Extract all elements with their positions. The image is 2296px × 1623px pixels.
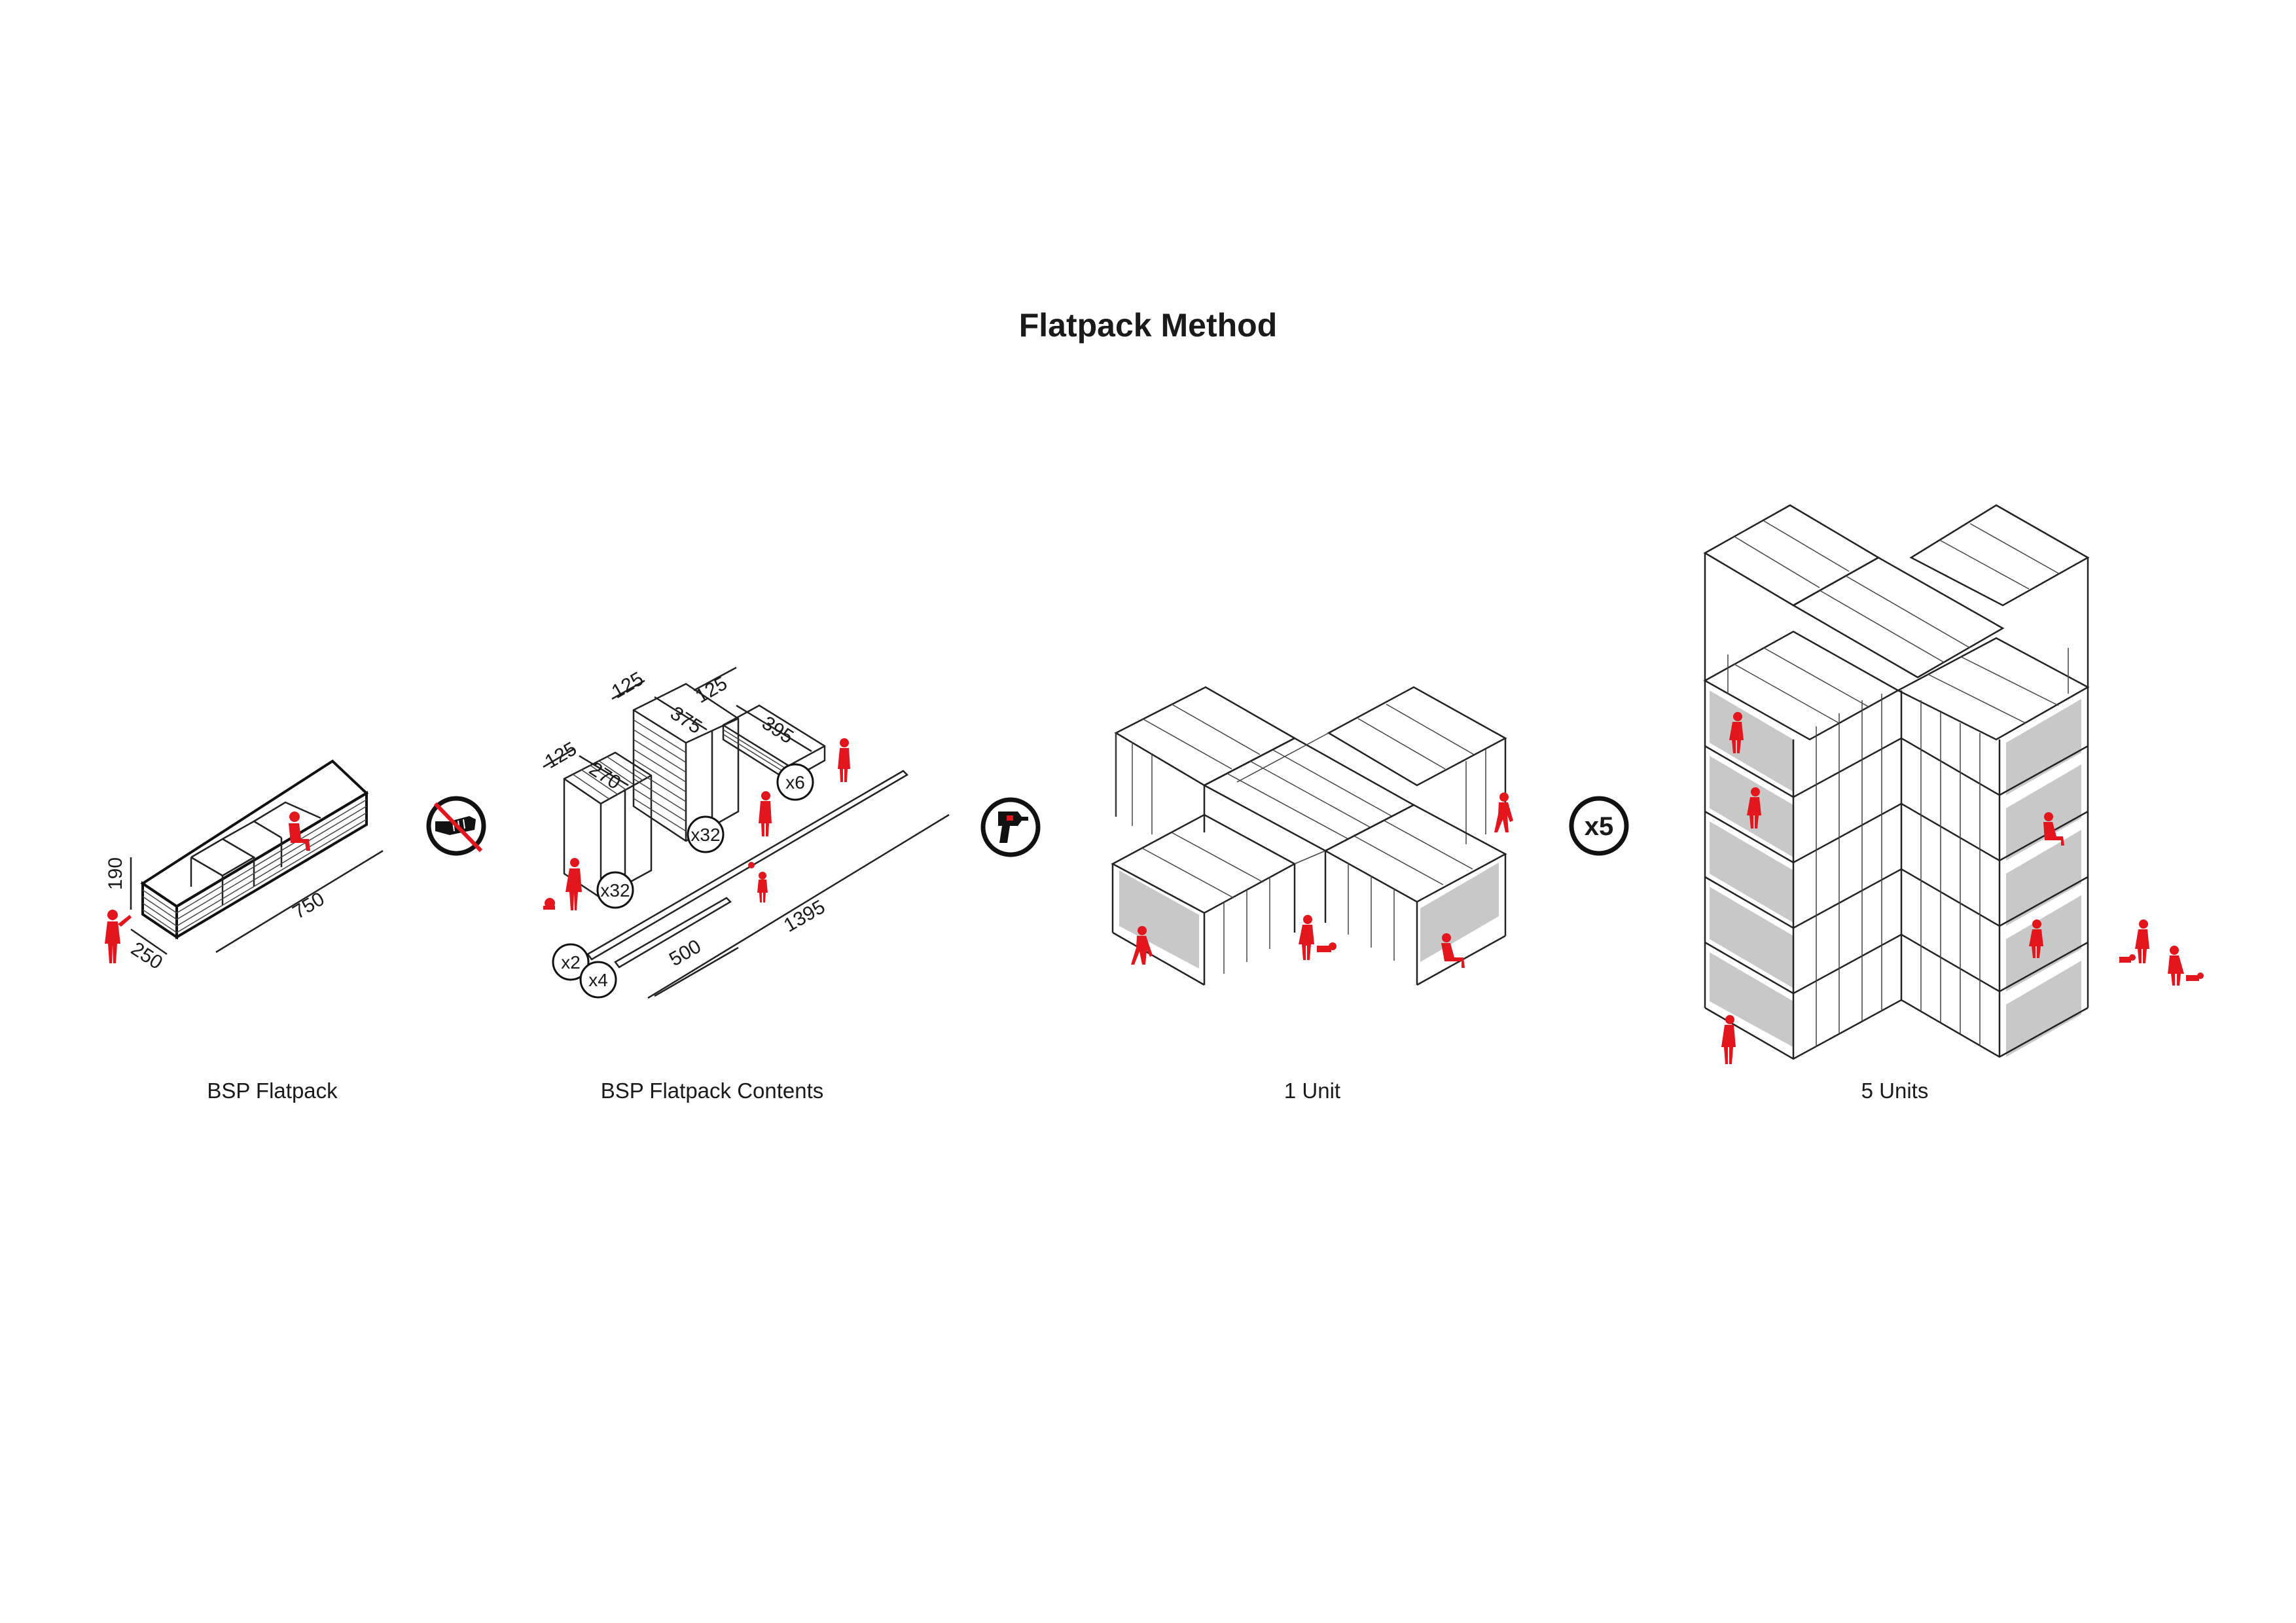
drill-icon: [980, 797, 1041, 857]
dim-length: 750: [289, 888, 329, 923]
seated-person-figure: [289, 812, 310, 851]
contents-stacks: [543, 666, 950, 999]
page-title: Flatpack Method: [1018, 307, 1278, 344]
count-rods-a: x2: [561, 952, 581, 972]
five-units: [1703, 504, 2204, 1064]
one-unit: [1111, 686, 1513, 986]
person-figure: [105, 910, 132, 963]
count-stack2: x32: [691, 825, 720, 845]
count-stack3: x6: [785, 772, 805, 793]
multiply-count: x5: [1585, 812, 1614, 841]
flatpack-box: [105, 759, 384, 963]
dim-short-rod: 500: [666, 935, 705, 971]
dim-stack1-top: 125: [541, 738, 581, 773]
dim-stack3-len: 395: [758, 712, 797, 748]
caption-one-unit: 1 Unit: [1283, 1079, 1341, 1103]
dim-stack3-top: 125: [692, 672, 731, 707]
dim-height: 190: [105, 857, 126, 890]
dim-depth: 250: [127, 938, 166, 974]
count-rods-b: x4: [588, 970, 608, 990]
caption-contents: BSP Flatpack Contents: [600, 1079, 824, 1103]
caption-flatpack: BSP Flatpack: [207, 1079, 338, 1103]
count-stack1: x32: [600, 880, 630, 901]
multiply-badge: [1569, 796, 1629, 856]
caption-five-units: 5 Units: [1861, 1079, 1929, 1103]
no-saw-icon: [426, 796, 486, 856]
